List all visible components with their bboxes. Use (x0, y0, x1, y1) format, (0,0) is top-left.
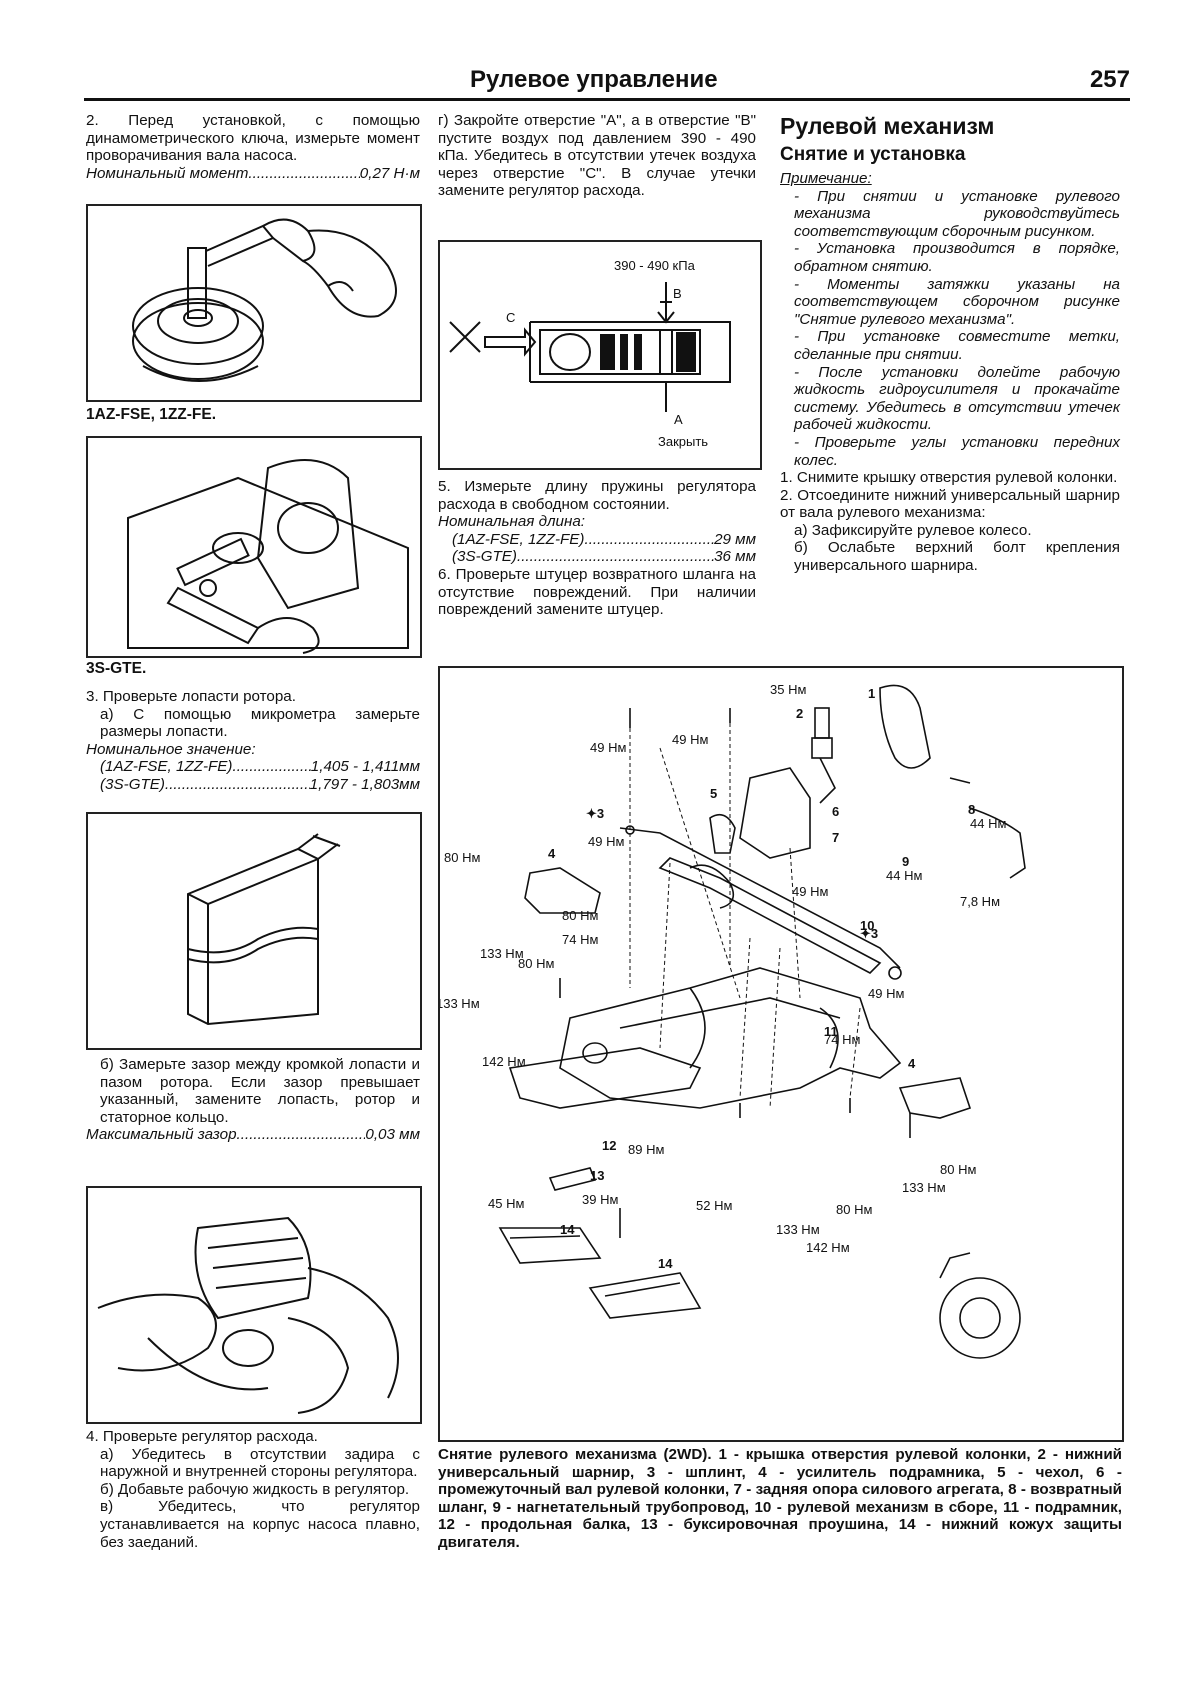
paragraph-2: 2. Перед установкой, с помощью динамомет… (86, 112, 420, 182)
port-b-label: B (673, 286, 682, 301)
figure-caption-steering: Снятие рулевого механизма (2WD). 1 - кры… (438, 1446, 1122, 1551)
torque-80a: 80 Нм (444, 850, 480, 865)
torque-142a: 142 Нм (482, 1054, 526, 1069)
part-2: 2 (796, 706, 803, 721)
paragraph-3: 3. Проверьте лопасти ротора. а) С помощь… (86, 688, 420, 794)
torque-133d: 133 Нм (776, 1222, 820, 1237)
part-3a: ✦3 (586, 806, 604, 821)
torque-74b: 74 Нм (824, 1032, 860, 1047)
torque-45: 45 Нм (488, 1196, 524, 1211)
paragraph-4: 4. Проверьте регулятор расхода. а) Убеди… (86, 1428, 420, 1551)
part-13: 13 (590, 1168, 604, 1183)
figure-caption-3sgte: 3S-GTE. (86, 660, 147, 677)
torque-44a: 44 Нм (970, 816, 1006, 831)
torque-89: 89 Нм (628, 1142, 664, 1157)
part-5: 5 (710, 786, 717, 801)
figure-caption-1az: 1AZ-FSE, 1ZZ-FE. (86, 406, 217, 423)
torque-80d: 80 Нм (940, 1162, 976, 1177)
close-label: Закрыть (658, 434, 708, 449)
part-3b: ✦3 (860, 926, 878, 941)
part-10: 10 (860, 918, 874, 933)
figure-pump-torque-3sgte (86, 436, 422, 658)
figure-rotor-vane (86, 812, 422, 1050)
paragraph-3b: б) Замерьте зазор между кромкой лопасти … (86, 1056, 420, 1144)
notes-block: Примечание: - При снятии и установке рул… (780, 170, 1120, 575)
pump-vise-illustration (127, 459, 409, 654)
pressure-label: 390 - 490 кПа (614, 258, 696, 273)
torque-52: 52 Нм (696, 1198, 732, 1213)
port-c-label: C (506, 310, 515, 325)
page-title: Рулевое управление (470, 66, 718, 93)
torque-44b: 44 Нм (886, 868, 922, 883)
part-11: 11 (824, 1024, 838, 1039)
figure-flow-regulator-test: 390 - 490 кПа B C A Закрыть (438, 240, 762, 470)
part-14a: 14 (560, 1222, 575, 1237)
part-6: 6 (832, 804, 839, 819)
torque-80c: 80 Нм (518, 956, 554, 971)
torque-133a: 133 Нм (480, 946, 524, 961)
part-8: 8 (968, 802, 975, 817)
torque-133b: 133 Нм (440, 996, 480, 1011)
part-1: 1 (868, 686, 875, 701)
pump-torque-illustration (132, 218, 397, 382)
section-subheading: Снятие и установка (780, 144, 966, 165)
torque-7-8: 7,8 Нм (960, 894, 1000, 909)
torque-49e: 49 Нм (868, 986, 904, 1001)
torque-80e: 80 Нм (836, 1202, 872, 1217)
torque-142b: 142 Нм (806, 1240, 850, 1255)
torque-35: 35 Нм (770, 682, 806, 697)
regulator-test-illustration: 390 - 490 кПа B C A Закрыть (449, 258, 731, 449)
rotor-vane-illustration (187, 833, 341, 1026)
port-a-label: A (674, 412, 683, 427)
part-14b: 14 (658, 1256, 673, 1271)
part-9: 9 (902, 854, 909, 869)
torque-80b: 80 Нм (562, 908, 598, 923)
torque-49b: 49 Нм (672, 732, 708, 747)
torque-49c: 49 Нм (588, 834, 624, 849)
part-12: 12 (602, 1138, 616, 1153)
steering-gear-exploded-illustration: 1 2 ✦3 ✦3 4 4 5 6 7 8 9 10 11 12 13 14 1… (440, 682, 1026, 1359)
section-heading: Рулевой механизм (780, 113, 995, 139)
figure-pump-torque-1az (86, 204, 422, 402)
figure-flow-regulator-hands (86, 1186, 422, 1424)
torque-133c: 133 Нм (902, 1180, 946, 1195)
header-rule (84, 98, 1130, 101)
spec-torque: Номинальный момент0,27 Н·м (86, 165, 420, 183)
torque-39: 39 Нм (582, 1192, 618, 1207)
page-number: 257 (1089, 66, 1130, 93)
figure-steering-gear-exploded: 1 2 ✦3 ✦3 4 4 5 6 7 8 9 10 11 12 13 14 1… (438, 666, 1124, 1442)
part-7: 7 (832, 830, 839, 845)
torque-49a: 49 Нм (590, 740, 626, 755)
part-4b: 4 (908, 1056, 916, 1071)
paragraph-4g: г) Закройте отверстие "А", а в отверстие… (438, 112, 756, 200)
hands-regulator-illustration (97, 1216, 399, 1414)
torque-49d: 49 Нм (792, 884, 828, 899)
torque-74a: 74 Нм (562, 932, 598, 947)
part-4a: 4 (548, 846, 556, 861)
paragraph-5-6: 5. Измерьте длину пружины регулятора рас… (438, 478, 756, 619)
